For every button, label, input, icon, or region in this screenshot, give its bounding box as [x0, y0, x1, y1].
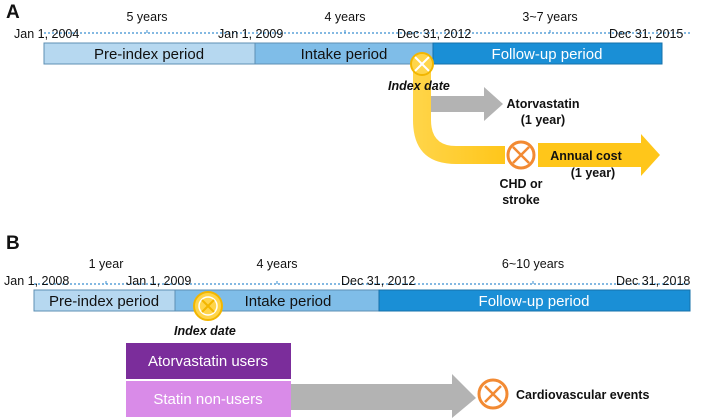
- panel-b-span-intake: 4 years: [257, 257, 298, 271]
- panel-a-annual-cost-arrow: [538, 134, 660, 176]
- panel-a-event-x-icon: [512, 146, 530, 164]
- panel-a-atorvastatin-label: Atorvastatin: [507, 97, 580, 111]
- panel-a-index-x-icon: [414, 56, 430, 72]
- panel-a-intake-label: Intake period: [301, 46, 388, 63]
- panel-b-date-intake: Jan 1, 2009: [126, 274, 191, 288]
- panel-a-follow-up-bar: [432, 42, 663, 65]
- atorvastatin-users-label: Atorvastatin users: [148, 353, 268, 370]
- panel-a-date-start: Jan 1, 2004: [14, 27, 79, 41]
- panel-b-event-x-icon: [484, 385, 502, 403]
- panel-b-index-x-icon: [201, 299, 215, 313]
- panel-b-events-label: Cardiovascular events: [516, 388, 649, 402]
- panel-b-intake-label: Intake period: [245, 293, 332, 310]
- panel-a-annual-cost-label: Annual cost: [550, 149, 622, 163]
- panel-a-follow-up-label: Follow-up period: [492, 46, 603, 63]
- panel-b-span-follow: 6~10 years: [502, 257, 564, 271]
- panel-b-follow-up-label: Follow-up period: [479, 293, 590, 310]
- panel-b-date-start: Jan 1, 2008: [4, 274, 69, 288]
- panel-b-index-ring-icon: [198, 296, 218, 316]
- panel-a-annual-cost-duration: (1 year): [571, 166, 615, 180]
- panel-a-span-intake: 4 years: [325, 10, 366, 24]
- panel-a-event-label-line1: CHD or: [499, 177, 542, 191]
- panel-a-span-follow: 3~7 years: [522, 10, 577, 24]
- panel-b-label: B: [6, 233, 20, 254]
- panel-a-yellow-flow-arrow: [413, 64, 505, 164]
- panel-a-event-label-line2: stroke: [502, 193, 540, 207]
- panel-b-follow-up-bar: [378, 289, 691, 312]
- panel-b-span-pre: 1 year: [89, 257, 124, 271]
- panel-a-label: A: [6, 2, 20, 23]
- panel-a-atorvastatin-arrow: [430, 87, 503, 121]
- panel-b-index-label: Index date: [174, 324, 236, 338]
- panel-a-atorvastatin-duration: (1 year): [521, 113, 565, 127]
- panel-a-date-end: Dec 31, 2015: [609, 27, 683, 41]
- panel-a-index-label: Index date: [388, 79, 450, 93]
- panel-a-date-index: Dec 31, 2012: [397, 27, 471, 41]
- atorvastatin-users-box: [126, 343, 291, 379]
- panel-b-pre-index-label: Pre-index period: [49, 293, 159, 310]
- panel-b-events-arrow: [291, 374, 476, 418]
- statin-non-users-box: [126, 381, 291, 417]
- panel-b-date-index: Dec 31, 2012: [341, 274, 415, 288]
- panel-a-pre-index-label: Pre-index period: [94, 46, 204, 63]
- panel-b-date-end: Dec 31, 2018: [616, 274, 690, 288]
- panel-a-date-intake: Jan 1, 2009: [218, 27, 283, 41]
- statin-non-users-label: Statin non-users: [153, 391, 262, 408]
- panel-a-span-pre: 5 years: [127, 10, 168, 24]
